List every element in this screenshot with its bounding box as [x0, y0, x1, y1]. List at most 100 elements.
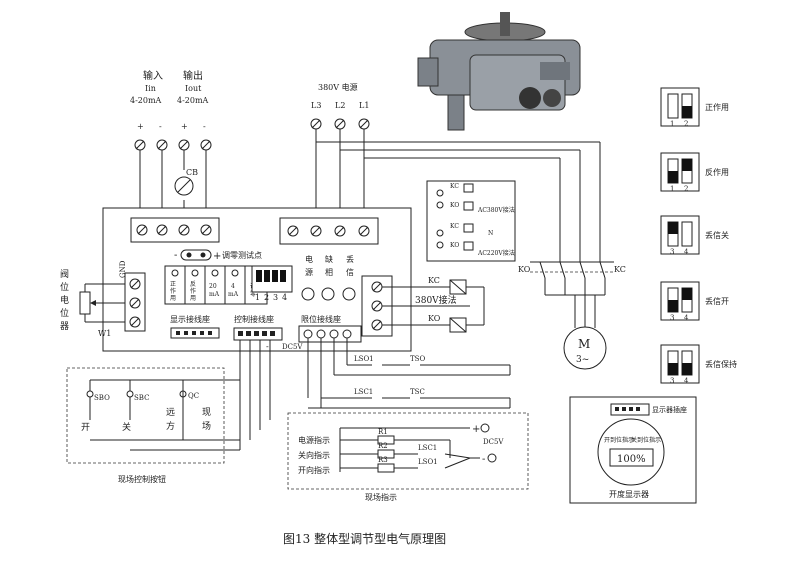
- svg-text:正作用: 正作用: [705, 102, 729, 112]
- svg-text:KC: KC: [614, 265, 626, 274]
- svg-text:位: 位: [60, 281, 69, 293]
- svg-text:器: 器: [60, 321, 69, 332]
- display-value: 100%: [617, 454, 646, 465]
- svg-text:SBC: SBC: [134, 394, 149, 402]
- svg-text:反: 反: [190, 280, 196, 288]
- dip-switch-panel: 正 作 用 反 作 用 20 mA 4 mA 调 零: [164, 265, 268, 305]
- svg-text:LSO1: LSO1: [418, 458, 438, 466]
- svg-text:开: 开: [81, 422, 90, 433]
- svg-text:TSO: TSO: [410, 355, 425, 363]
- svg-text:开到位指示: 开到位指示: [604, 436, 634, 444]
- svg-text:方: 方: [166, 420, 175, 432]
- svg-text:3: 3: [670, 377, 674, 385]
- svg-text:场: 场: [202, 421, 211, 432]
- svg-text:-: -: [159, 122, 162, 131]
- svg-text:KO: KO: [450, 202, 459, 209]
- svg-text:KO: KO: [428, 314, 441, 323]
- svg-text:缺: 缺: [325, 254, 333, 264]
- svg-text:1: 1: [670, 185, 674, 193]
- position-display-unit: 显示器插座 开到位指示 关到位指示 100% 开度显示器: [569, 396, 697, 504]
- svg-text:控制接线座: 控制接线座: [234, 314, 274, 324]
- svg-text:现: 现: [202, 407, 211, 418]
- svg-text:-: -: [174, 250, 177, 261]
- svg-text:+: +: [137, 122, 144, 131]
- svg-text:DC5V: DC5V: [483, 438, 504, 446]
- svg-text:作: 作: [170, 287, 176, 295]
- svg-text:R1: R1: [378, 428, 388, 436]
- svg-text:4: 4: [231, 283, 235, 290]
- svg-text:关向指示: 关向指示: [298, 450, 330, 460]
- potentiometer-terminals: GND W1 阀 位 电 位 器: [60, 260, 146, 338]
- svg-text:丢: 丢: [346, 254, 354, 264]
- svg-text:TSC: TSC: [410, 388, 425, 396]
- svg-text:正: 正: [170, 281, 176, 288]
- board-io-strip: [130, 217, 220, 243]
- board-power-strip: [279, 217, 379, 245]
- motor-contactors: KO KC M 3~: [518, 261, 626, 370]
- svg-text:AC220V接法: AC220V接法: [477, 249, 515, 257]
- output-range: 4-20mA: [177, 96, 209, 105]
- figure-caption: 图13 整体型调节型电气原理图: [283, 531, 446, 546]
- svg-text:-: -: [266, 342, 269, 351]
- motor-label: M: [578, 337, 590, 351]
- svg-text:KO: KO: [450, 242, 459, 249]
- wiring-380-label: 380V接法: [415, 294, 457, 306]
- svg-text:R2: R2: [378, 442, 388, 450]
- svg-text:反作用: 反作用: [705, 167, 729, 177]
- potentiometer-icon: [79, 291, 91, 315]
- svg-text:3: 3: [273, 293, 278, 302]
- svg-text:4: 4: [684, 377, 689, 385]
- gnd-label: GND: [119, 260, 127, 278]
- svg-text:LSC1: LSC1: [354, 388, 373, 396]
- input-title: 输入: [143, 69, 163, 82]
- svg-text:KC: KC: [450, 183, 459, 190]
- status-indicators: 电 缺 丢 源 相 信: [301, 254, 356, 301]
- w1-label: W1: [98, 329, 111, 338]
- svg-text:丢信开: 丢信开: [705, 296, 729, 306]
- svg-text:SBO: SBO: [94, 394, 110, 402]
- svg-text:KO: KO: [518, 265, 531, 274]
- svg-text:+: +: [472, 424, 480, 435]
- dip-switch-block: 1 2 3 4: [251, 265, 293, 302]
- field-buttons-box: SBO SBC QC 开 关 远 方 现 场 现场控制按钮: [66, 340, 271, 484]
- svg-text:-: -: [482, 454, 485, 465]
- svg-text:R3: R3: [378, 456, 388, 464]
- svg-text:限位接线座: 限位接线座: [301, 314, 341, 324]
- svg-text:KC: KC: [450, 223, 459, 230]
- input-range: 4-20mA: [130, 96, 162, 105]
- phase-loss-led-icon: [321, 287, 335, 301]
- cb-label: CB: [186, 168, 198, 177]
- relay-detail-panel: KC KO AC380V接法 KC KO N AC220V接法: [426, 180, 516, 262]
- limit-switch-circuit: LSO1 TSO LSC1 TSC: [307, 338, 511, 409]
- switch-setting-reverse: 1 2 反作用: [660, 152, 729, 193]
- svg-text:1: 1: [670, 120, 674, 128]
- relay-output-terminals: KC KO 380V接法: [361, 275, 485, 337]
- svg-text:相: 相: [325, 267, 333, 277]
- actuator-illustration: [417, 12, 581, 131]
- svg-text:关到位指示: 关到位指示: [631, 436, 661, 444]
- svg-text:用: 用: [170, 295, 176, 302]
- svg-text:4: 4: [684, 314, 689, 322]
- svg-text:1: 1: [255, 293, 260, 302]
- svg-text:源: 源: [305, 268, 313, 277]
- dc5v-label: DC5V: [282, 343, 303, 351]
- io-header: 输入 Iin 4-20mA 输出 Iout 4-20mA + - + -: [130, 69, 209, 131]
- svg-text:LSC1: LSC1: [418, 444, 437, 452]
- svg-text:3: 3: [670, 314, 674, 322]
- svg-text:+: +: [213, 251, 221, 262]
- power-label: 380V 电源: [318, 82, 358, 92]
- svg-text:信: 信: [346, 267, 354, 277]
- svg-text:mA: mA: [209, 291, 220, 298]
- svg-text:L1: L1: [359, 101, 369, 110]
- zero-test-point: - + 调零测试点: [174, 249, 262, 262]
- svg-text:显示接线座: 显示接线座: [170, 314, 210, 324]
- svg-text:2: 2: [684, 185, 688, 193]
- switch-setting-loss-open: 3 4 丢信开: [660, 281, 729, 322]
- svg-text:零: 零: [250, 291, 256, 298]
- power-led-icon: [301, 287, 315, 301]
- svg-text:位: 位: [60, 307, 69, 319]
- output-title: 输出: [183, 69, 203, 82]
- control-connector: 控制接线座 - DC5V: [233, 314, 303, 351]
- svg-text:L2: L2: [335, 101, 345, 110]
- limit-connector: 限位接线座: [298, 314, 362, 343]
